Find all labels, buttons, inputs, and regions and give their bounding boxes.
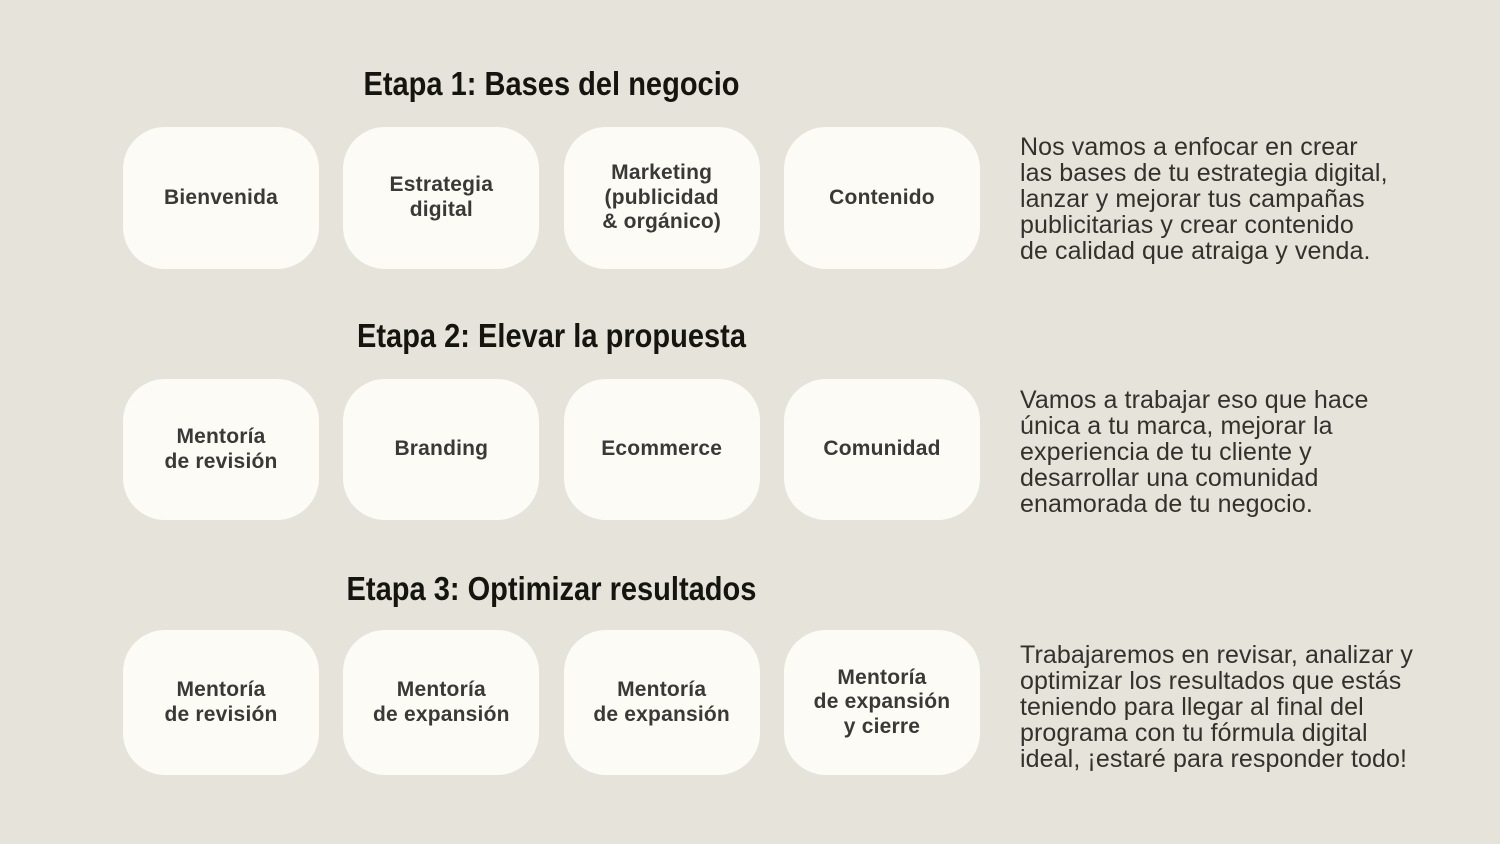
card-label: Estrategia digital <box>389 173 494 221</box>
stage-1-card-row: Bienvenida Estrategia digital Marketing … <box>123 127 980 269</box>
card-label: Mentoría de revisión <box>164 424 278 473</box>
card-label: Mentoría de expansión y cierre <box>813 665 951 738</box>
card-ecommerce: Ecommerce <box>563 379 760 520</box>
card-label: Contenido <box>829 185 935 209</box>
stage-3-card-row: Mentoría de revisión Mentoría de expansi… <box>123 630 980 775</box>
card-label: Mentoría de expansión <box>373 677 510 726</box>
stage-1-description: Nos vamos a enfocar en crear las bases d… <box>1020 133 1388 265</box>
card-mentoria-de-expansion-2: Mentoría de expansión <box>563 630 760 775</box>
card-estrategia-digital: Estrategia digital <box>343 127 540 269</box>
card-label: Mentoría de revisión <box>164 677 278 726</box>
card-mentoria-de-revision: Mentoría de revisión <box>123 379 319 520</box>
card-label: Branding <box>394 437 489 461</box>
stage-3-title: Etapa 3: Optimizar resultados <box>346 570 757 607</box>
card-label: Ecommerce <box>601 437 723 461</box>
card-bienvenida: Bienvenida <box>123 127 319 269</box>
card-label: Mentoría de expansión <box>593 677 730 726</box>
stage-2-description: Vamos a trabajar eso que hace única a tu… <box>1020 386 1369 518</box>
card-mentoria-de-expansion-1: Mentoría de expansión <box>343 630 540 775</box>
stage-1-title: Etapa 1: Bases del negocio <box>363 65 740 102</box>
stage-2-title: Etapa 2: Elevar la propuesta <box>357 317 746 354</box>
card-label: Marketing (publicidad & orgánico) <box>602 161 722 234</box>
card-label: Comunidad <box>823 437 941 461</box>
card-branding: Branding <box>343 379 540 520</box>
card-marketing: Marketing (publicidad & orgánico) <box>563 127 760 269</box>
card-comunidad: Comunidad <box>783 379 980 520</box>
card-label: Bienvenida <box>163 185 279 209</box>
card-mentoria-de-revision-2: Mentoría de revisión <box>123 630 319 775</box>
card-mentoria-expansion-cierre: Mentoría de expansión y cierre <box>783 630 980 775</box>
stage-3-description: Trabajaremos en revisar, analizar y opti… <box>1020 641 1414 773</box>
card-contenido: Contenido <box>783 127 980 269</box>
stage-2-card-row: Mentoría de revisión Branding Ecommerce … <box>123 379 980 520</box>
